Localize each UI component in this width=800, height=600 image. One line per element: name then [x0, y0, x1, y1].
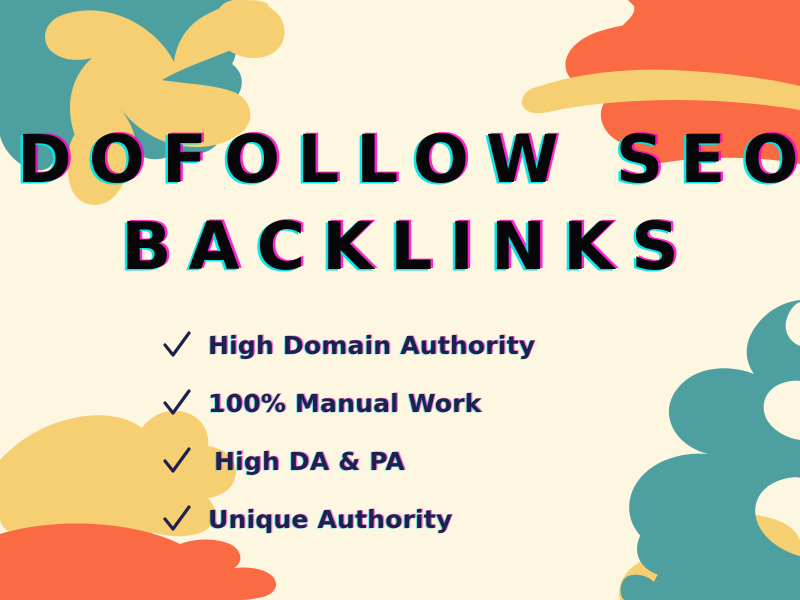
orange-brush-bottom-edge [0, 558, 271, 600]
feature-item-unique-authority: Unique Authority [160, 490, 680, 548]
check-icon [163, 447, 191, 473]
teal-speck-bottom-right [620, 574, 660, 600]
feature-item-high-da-pa: High DA & PA [160, 432, 680, 490]
yellow-stroke-top-right [521, 69, 800, 114]
teal-blob-bottom-right-corner [637, 471, 717, 577]
yellow-blob-top-middle [215, 0, 285, 58]
feature-label: 100% Manual Work [208, 388, 482, 418]
feature-label: High DA & PA [214, 446, 405, 476]
check-icon [163, 331, 191, 357]
feature-label: Unique Authority [208, 504, 453, 534]
check-icon [163, 505, 191, 531]
feature-item-manual-work: 100% Manual Work [160, 374, 680, 432]
headline-block: DOFOLLOW SEO BACKLINKS [0, 121, 800, 285]
orange-stroke-top-right-lower [625, 112, 800, 164]
headline-line-1: DOFOLLOW SEO [17, 121, 800, 198]
yellow-brush-bottom-left-tail [0, 474, 97, 519]
yellow-stroke-left [67, 121, 128, 205]
feature-list: High Domain Authority 100% Manual Work H… [160, 316, 680, 548]
feature-item-high-domain-authority: High Domain Authority [160, 316, 680, 374]
feature-label: High Domain Authority [208, 330, 536, 360]
check-icon [163, 389, 191, 415]
teal-tail-top-left [0, 96, 55, 171]
headline-line-2: BACKLINKS [121, 207, 696, 285]
